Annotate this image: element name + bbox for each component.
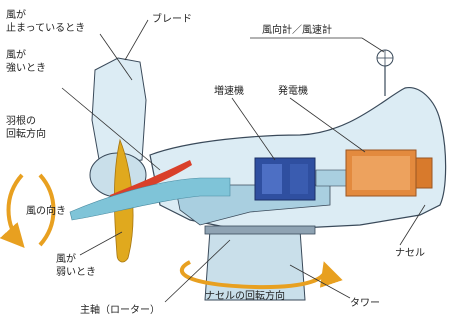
gearbox xyxy=(254,157,316,201)
label-wind-direction: 風の向き xyxy=(26,204,66,217)
label-wind-weak-2: 弱いとき xyxy=(56,266,96,278)
label-main-shaft: 主軸（ローター） xyxy=(80,303,160,316)
yaw-bearing xyxy=(204,225,316,235)
label-blade-rotation-2: 回転方向 xyxy=(6,127,46,140)
label-nacelle: ナセル xyxy=(395,247,425,259)
anemometer xyxy=(376,49,394,96)
blade-stopped xyxy=(91,57,147,166)
label-nacelle-rotation: ナセルの回転方向 xyxy=(205,289,285,302)
label-tower: タワー xyxy=(350,297,380,309)
leader-lines xyxy=(61,19,426,303)
label-anemometer: 風向計／風速計 xyxy=(262,23,332,36)
label-wind-stopped-1: 風が xyxy=(6,8,26,21)
label-wind-weak-1: 風が xyxy=(56,252,76,265)
label-wind-strong-1: 風が xyxy=(6,48,26,61)
label-gearbox: 増速機 xyxy=(214,84,244,97)
shaft xyxy=(69,177,231,221)
label-wind-stopped-2: 止まっているとき xyxy=(6,22,85,34)
blade-rotation-arrow xyxy=(0,173,25,248)
coupling xyxy=(315,169,347,187)
nacelle-rotation-arrow xyxy=(179,260,343,290)
label-generator: 発電機 xyxy=(278,84,308,97)
label-wind-strong-2: 強いとき xyxy=(6,61,46,74)
blade-strong-wind xyxy=(110,160,192,200)
generator xyxy=(345,149,433,197)
label-blade-rotation-1: 羽根の xyxy=(6,114,36,127)
label-blade: ブレード xyxy=(152,12,192,25)
